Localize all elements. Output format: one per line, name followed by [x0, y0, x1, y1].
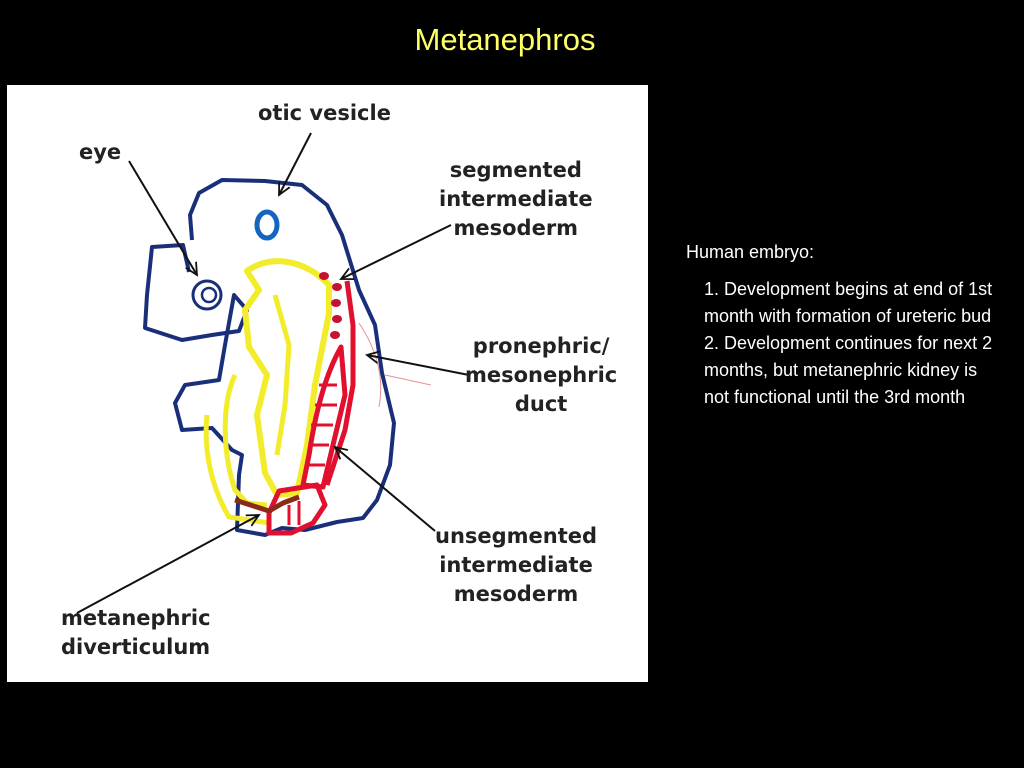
embryo-drawing: [76, 132, 470, 614]
pronephric-arrow: [367, 355, 470, 376]
label-segmented: segmented intermediate mesoderm: [439, 158, 593, 240]
embryo-diagram: otic vesicle eye segmented intermediate …: [7, 85, 648, 682]
notes-item: 2. Development continues for next 2 mont…: [704, 333, 993, 407]
label-metanephric: metanephric diverticulum: [61, 606, 211, 659]
metanephric-diverticulum-shape: [234, 494, 300, 514]
notes-panel: Human embryo: 1. Development begins at e…: [686, 240, 1006, 411]
unsegmented-arrow: [335, 447, 436, 532]
label-pronephric: pronephric/ mesonephric duct: [465, 334, 618, 416]
notes-item: 1. Development begins at end of 1st mont…: [704, 279, 993, 326]
embryo-outline: [143, 178, 396, 537]
neural-tube-shape: [242, 258, 332, 498]
eye-arrow: [128, 160, 197, 275]
otic-vesicle-arrow: [279, 132, 312, 195]
unsegmented-mesoderm-shape: [300, 344, 348, 490]
label-eye: eye: [79, 140, 122, 164]
metanephric-arrow: [76, 515, 259, 614]
notes-heading: Human embryo:: [686, 242, 815, 262]
label-otic-vesicle: otic vesicle: [258, 101, 391, 125]
eye-shape: [191, 279, 223, 311]
notes-list: 1. Development begins at end of 1st mont…: [704, 276, 1006, 411]
label-unsegmented: unsegmented intermediate mesoderm: [435, 524, 598, 606]
segmented-mesoderm-shape: [319, 272, 342, 339]
slide-title: Metanephros: [414, 22, 596, 57]
segmented-arrow: [341, 224, 452, 279]
otic-vesicle-shape: [254, 209, 280, 241]
